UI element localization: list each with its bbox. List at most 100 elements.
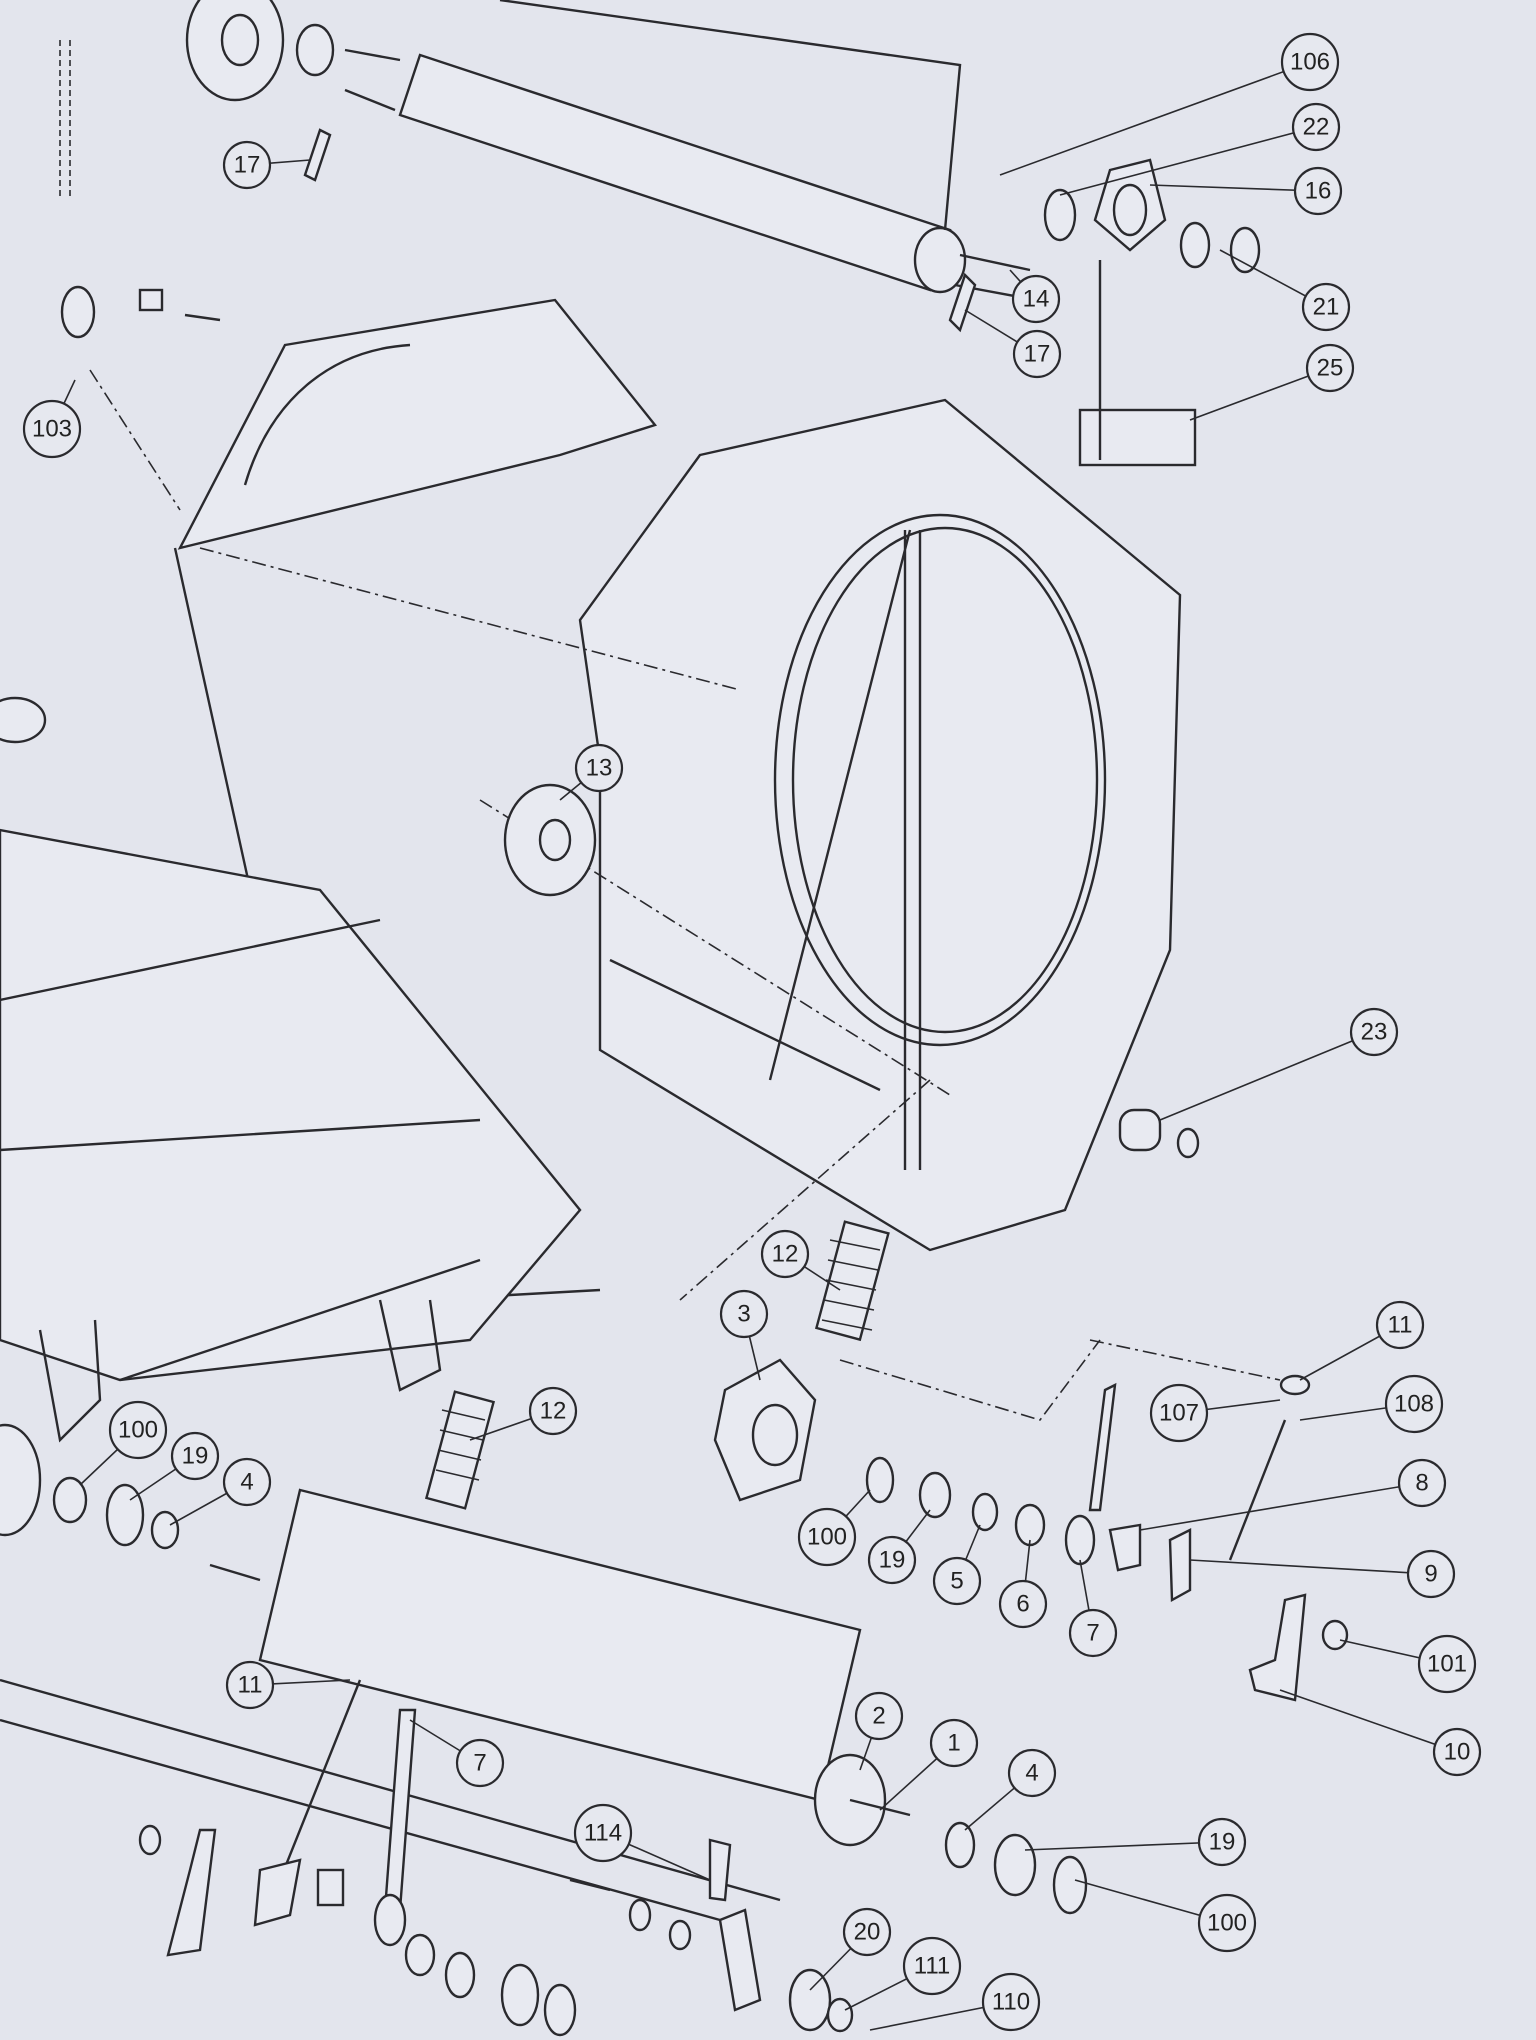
callout-number: 101 [1427, 1651, 1467, 1678]
callout-3: 3 [719, 1289, 769, 1381]
upper-roller [344, 0, 1031, 300]
callout-19: 19 [1024, 1817, 1247, 1867]
callout-number: 13 [586, 755, 613, 782]
callout-circle [170, 1431, 220, 1481]
callout-circle [574, 743, 624, 793]
callout-17: 17 [222, 140, 311, 190]
callout-1: 1 [879, 1718, 979, 1811]
callout-circle [929, 1718, 979, 1768]
left-frame [0, 696, 582, 1443]
callout-100: 100 [1074, 1879, 1257, 1953]
callout-number: 107 [1159, 1400, 1199, 1427]
callout-circle [842, 1907, 892, 1957]
callout-circle [1280, 32, 1340, 92]
callout-114: 114 [573, 1803, 711, 1881]
leader-line [1059, 126, 1317, 196]
callout-circle [867, 1535, 917, 1585]
callout-circle [1349, 1007, 1399, 1057]
callout-2: 2 [854, 1691, 904, 1771]
callout-number: 23 [1361, 1019, 1388, 1046]
callout-23: 23 [1159, 1007, 1399, 1121]
callout-number: 106 [1290, 49, 1330, 76]
callout-number: 100 [118, 1417, 158, 1444]
callout-number: 12 [772, 1241, 799, 1268]
callout-circle [1375, 1300, 1425, 1350]
callout-circle [1384, 1374, 1444, 1434]
callout-number: 1 [947, 1730, 960, 1757]
callout-number: 12 [540, 1398, 567, 1425]
callout-108: 108 [1299, 1374, 1444, 1434]
callout-number: 6 [1016, 1591, 1029, 1618]
callout-number: 100 [1207, 1910, 1247, 1937]
callout-number: 3 [737, 1301, 750, 1328]
callout-7: 7 [1068, 1559, 1118, 1658]
callout-circle [1305, 343, 1355, 393]
callout-circle [22, 399, 82, 459]
callout-number: 19 [1209, 1829, 1236, 1856]
callout-circle [1012, 329, 1062, 379]
callout-number: 108 [1394, 1391, 1434, 1418]
callout-circle [108, 1400, 168, 1460]
callout-number: 21 [1313, 294, 1340, 321]
callout-circle [932, 1556, 982, 1606]
callout-number: 14 [1023, 286, 1050, 313]
callout-circle [1293, 166, 1343, 216]
callout-circle [797, 1507, 857, 1567]
callout-circle [854, 1691, 904, 1741]
leader-line [1279, 1689, 1458, 1753]
callout-22: 22 [1059, 102, 1341, 196]
callout-11: 11 [1299, 1300, 1425, 1381]
callout-number: 5 [950, 1568, 963, 1595]
callout-circle [1291, 102, 1341, 152]
callout-5: 5 [932, 1524, 982, 1606]
callout-circle [1149, 1383, 1209, 1443]
callout-number: 111 [914, 1953, 950, 1980]
top-left-parts [59, 0, 335, 511]
main-frame [173, 298, 1182, 1302]
callout-number: 103 [32, 416, 72, 443]
callout-number: 22 [1303, 114, 1330, 141]
callout-103: 103 [22, 379, 82, 459]
callout-4: 4 [169, 1457, 272, 1526]
callout-number: 16 [1305, 178, 1332, 205]
callout-circle [1068, 1608, 1118, 1658]
callout-circle [1011, 274, 1061, 324]
callout-9: 9 [1189, 1549, 1456, 1599]
callout-14: 14 [1009, 269, 1061, 324]
callout-13: 13 [559, 743, 624, 801]
callout-21: 21 [1219, 249, 1351, 332]
lower-roller [0, 1423, 1088, 1922]
callout-12: 12 [469, 1386, 578, 1441]
callout-circle [760, 1229, 810, 1279]
leader-line [1149, 184, 1319, 192]
right-bearing-stack [713, 1339, 1349, 1702]
callout-19: 19 [867, 1509, 931, 1585]
callout-number: 9 [1424, 1561, 1437, 1588]
callout-circle [1197, 1893, 1257, 1953]
callout-circle [1417, 1634, 1477, 1694]
bearing-disc [503, 783, 597, 897]
callout-number: 100 [807, 1524, 847, 1551]
callout-17: 17 [964, 309, 1062, 379]
callout-number: 4 [240, 1469, 253, 1496]
callout-circle [528, 1386, 578, 1436]
top-right-parts [303, 128, 1261, 467]
callout-number: 25 [1317, 355, 1344, 382]
line-art [0, 0, 1349, 2037]
callout-circle [1397, 1458, 1447, 1508]
callout-6: 6 [998, 1539, 1048, 1629]
callout-circle [1301, 282, 1351, 332]
bottom-parts [138, 1679, 854, 2037]
callout-number: 20 [854, 1919, 881, 1946]
leader-line [1189, 367, 1331, 421]
callout-circle [1406, 1549, 1456, 1599]
callout-12: 12 [760, 1229, 841, 1291]
callout-number: 8 [1415, 1470, 1428, 1497]
callout-circle [998, 1579, 1048, 1629]
callout-number: 114 [584, 1820, 622, 1847]
callout-number: 110 [992, 1989, 1030, 2016]
callout-circle [455, 1738, 505, 1788]
callout-circle [222, 1457, 272, 1507]
callout-number: 4 [1025, 1760, 1038, 1787]
